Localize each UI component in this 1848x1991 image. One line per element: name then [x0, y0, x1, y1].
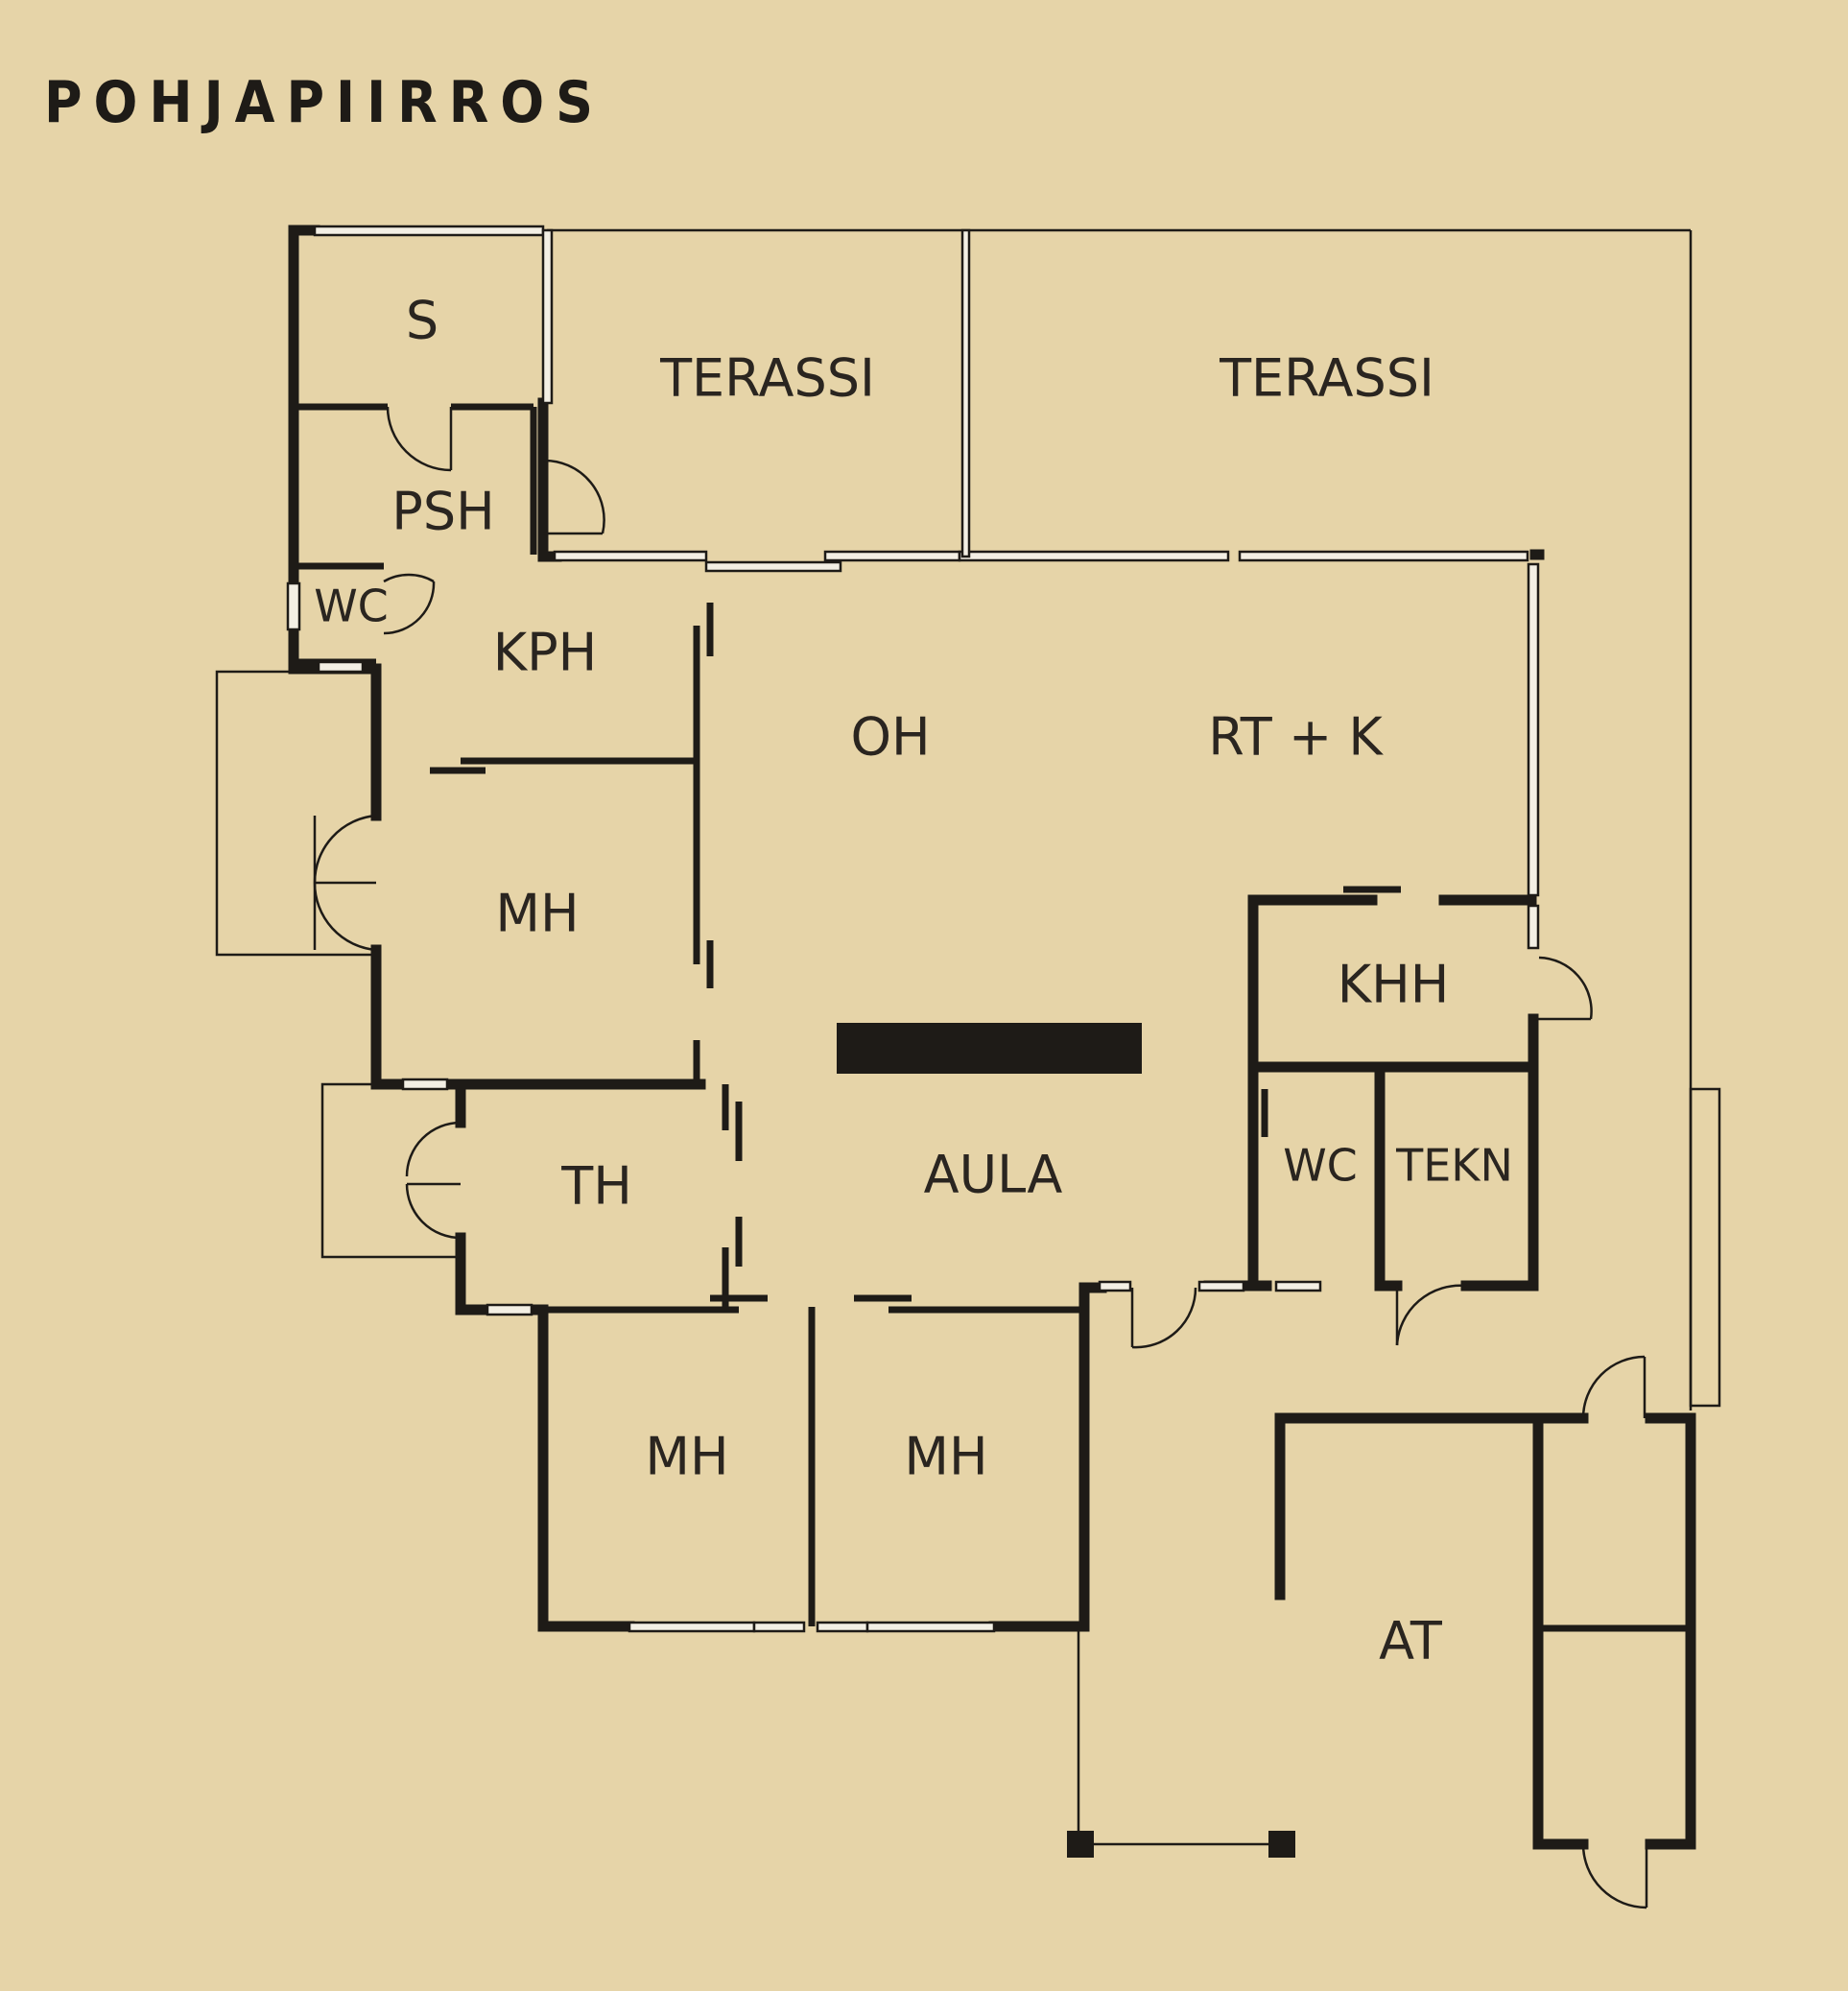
room-label-th: TH — [560, 1156, 632, 1217]
partitions — [294, 403, 1401, 1626]
room-label-mh-bottom-left: MH — [645, 1427, 728, 1487]
room-label-mh-left: MH — [495, 884, 579, 944]
page-title: POHJAPIIRROS — [44, 69, 605, 136]
post-right — [1268, 1831, 1295, 1858]
room-label-psh: PSH — [391, 482, 494, 542]
room-label-at: AT — [1379, 1611, 1443, 1671]
side-window — [1689, 1087, 1721, 1408]
doors — [313, 406, 1648, 1909]
room-label-terassi-right: TERASSI — [1219, 348, 1434, 409]
post-left — [1067, 1831, 1094, 1858]
room-label-wc-upper: WC — [314, 581, 389, 632]
room-label-aula: AULA — [924, 1145, 1063, 1205]
kitchen-island — [837, 1023, 1142, 1074]
windows — [286, 225, 1540, 1633]
room-label-mh-bottom-right: MH — [904, 1427, 987, 1487]
room-label-rt-k: RT + K — [1208, 707, 1384, 768]
room-label-oh: OH — [850, 707, 930, 768]
room-label-kph: KPH — [493, 623, 598, 683]
room-label-khh: KHH — [1338, 955, 1450, 1015]
room-label-s: S — [406, 291, 438, 351]
room-label-wc-lower: WC — [1283, 1140, 1358, 1192]
room-label-terassi-left: TERASSI — [659, 348, 875, 409]
room-label-tekn: TEKN — [1395, 1140, 1513, 1192]
room-labels: S TERASSI TERASSI PSH WC KPH OH RT + K M… — [314, 291, 1513, 1671]
